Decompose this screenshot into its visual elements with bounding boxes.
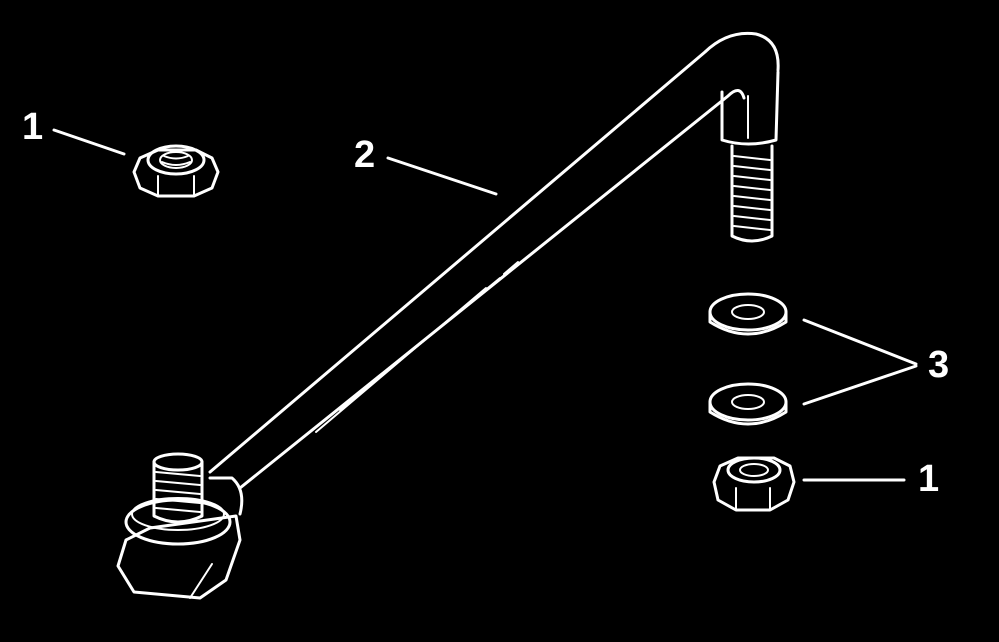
callout-1-bottom-right: 1 [918,458,940,500]
leader-line-3-lower [802,364,918,406]
callout-3: 3 [928,344,950,386]
rod-end-with-stud [116,452,244,600]
washer-upper [708,292,788,336]
leader-line-2 [386,156,498,196]
leader-line-3-upper [802,318,918,366]
callout-2: 2 [354,134,376,176]
threaded-stud-top [730,144,774,243]
washer-lower [708,382,788,426]
leader-line-1-top [52,128,126,156]
hex-nut-bottom-right [712,456,796,512]
hex-nut-top-left [132,144,220,198]
link-rod [116,31,780,600]
callout-1-top-left: 1 [22,106,44,148]
